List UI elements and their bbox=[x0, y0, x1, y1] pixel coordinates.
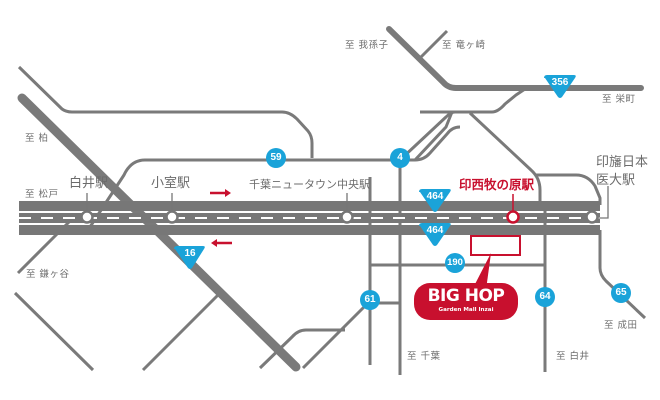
station-label-komuro: 小室駅 bbox=[151, 176, 191, 191]
direction-label-shiroi: 至 白井 bbox=[556, 351, 590, 362]
direction-label-kamagaya: 至 鎌ヶ谷 bbox=[26, 269, 70, 280]
road-imba-loop bbox=[535, 173, 602, 205]
station-label-shiroi: 白井駅 bbox=[69, 176, 109, 191]
route-464-south-label: 464 bbox=[426, 225, 444, 236]
highway-464-south-lane bbox=[19, 225, 600, 235]
route-356-badge bbox=[544, 75, 576, 98]
route-61-badge bbox=[360, 290, 380, 310]
road-route-61 bbox=[301, 298, 373, 370]
station-marker-imba-nichi-idai bbox=[585, 210, 599, 224]
road-ryugasaki bbox=[418, 29, 449, 60]
station-label-chiba-nt-chuo: 千葉ニュータウン中央駅 bbox=[249, 178, 370, 191]
route-464-north-label: 464 bbox=[426, 191, 444, 202]
route-356-road bbox=[386, 26, 644, 91]
highway-464-north-lane bbox=[19, 201, 600, 211]
route-65-badge bbox=[611, 283, 631, 303]
road-kamagaya-2 bbox=[13, 291, 95, 372]
bighop-logo-title: BIG HOP bbox=[427, 286, 505, 306]
highway-464-railway bbox=[19, 201, 600, 235]
road-kashiwa bbox=[17, 65, 314, 158]
station-label-imba-line1: 印旛日本 bbox=[596, 155, 649, 170]
route-190-label: 190 bbox=[447, 257, 463, 268]
callout-pointer bbox=[472, 253, 491, 290]
route-4-badge bbox=[390, 148, 410, 168]
road-kamagaya-3 bbox=[141, 293, 220, 372]
station-label-imba-nichi-idai: 印旛日本 医大駅 bbox=[596, 154, 648, 189]
route-190-badge bbox=[445, 253, 465, 273]
station-label-inzai-makinohara: 印西牧の原駅 bbox=[459, 177, 535, 192]
route-64-label: 64 bbox=[539, 291, 551, 302]
road-connector-356 bbox=[413, 87, 526, 162]
road-kamagaya-1 bbox=[16, 214, 77, 275]
station-marker-komuro bbox=[165, 210, 179, 224]
bighop-logo: BIG HOP Garden Mall Inzai bbox=[414, 283, 518, 320]
direction-label-narita: 至 成田 bbox=[604, 320, 638, 331]
prefectural-route-badges bbox=[266, 148, 631, 310]
arrow-right-icon bbox=[210, 189, 231, 197]
route-65-label: 65 bbox=[615, 287, 627, 298]
route-356-label: 356 bbox=[551, 77, 569, 88]
station-leaders bbox=[86, 186, 609, 219]
destination-callout bbox=[470, 235, 521, 290]
direction-label-kashiwa: 至 柏 bbox=[25, 133, 49, 144]
destination-location-box bbox=[470, 235, 521, 256]
arrow-left-icon bbox=[211, 239, 232, 247]
route-464-north-badge bbox=[419, 189, 451, 212]
station-marker-inzai-makinohara bbox=[506, 210, 520, 224]
bighop-logo-subtitle: Garden Mall Inzai bbox=[438, 307, 494, 313]
route-64-badge bbox=[535, 287, 555, 307]
direction-label-chiba: 至 千葉 bbox=[407, 351, 441, 362]
road-61-hook bbox=[258, 328, 345, 370]
route-16-label: 16 bbox=[184, 248, 196, 259]
direction-label-abiko: 至 我孫子 bbox=[345, 40, 389, 51]
road-route-59 bbox=[86, 125, 461, 231]
direction-label-ryugasaki: 至 竜ヶ崎 bbox=[442, 40, 486, 51]
station-marker-shiroi bbox=[80, 210, 94, 224]
road-route-65 bbox=[598, 230, 647, 320]
direction-label-matsudo: 至 松戸 bbox=[25, 189, 59, 200]
route-59-badge bbox=[266, 148, 286, 168]
station-marker-chiba-nt-chuo bbox=[340, 210, 354, 224]
route-61-label: 61 bbox=[364, 294, 376, 305]
station-label-imba-line2: 医大駅 bbox=[596, 172, 636, 188]
station-markers bbox=[80, 210, 599, 224]
national-route-badges bbox=[174, 75, 576, 269]
route-59-label: 59 bbox=[270, 152, 282, 163]
direction-label-sakaemachi: 至 栄町 bbox=[602, 94, 636, 105]
route-16-badge bbox=[174, 246, 205, 269]
route-464-south-badge bbox=[419, 223, 451, 246]
route-4-label: 4 bbox=[397, 152, 403, 163]
road-junction-south bbox=[468, 111, 542, 205]
